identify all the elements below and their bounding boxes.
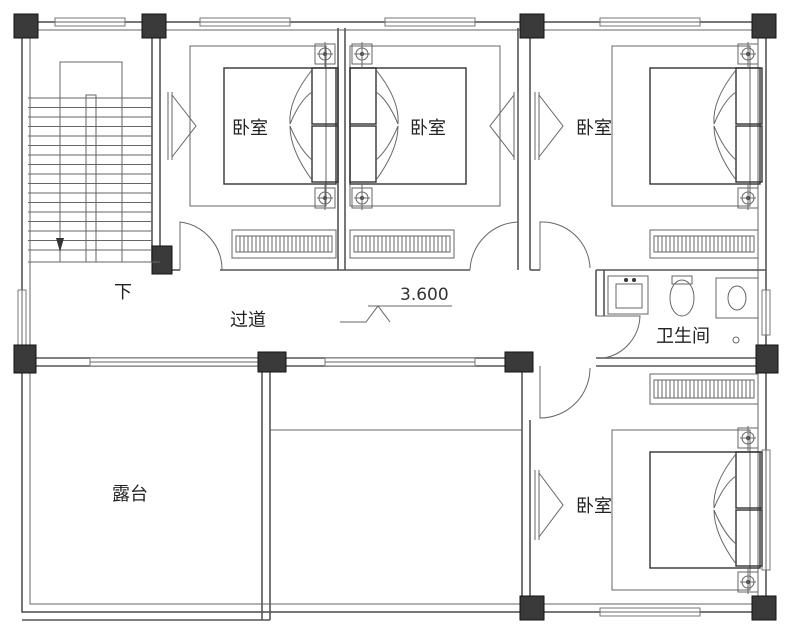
room-label-bedroom-3: 卧室 bbox=[576, 118, 612, 139]
elevation-marker: 3.600 bbox=[340, 285, 452, 323]
bed-bedroom-2 bbox=[349, 42, 501, 210]
stair-down-label: 下 bbox=[114, 282, 132, 303]
room-label-bedroom-2: 卧室 bbox=[410, 118, 446, 139]
outer-walls bbox=[21, 21, 767, 613]
bedside-lamps bbox=[314, 43, 759, 593]
room-labels: 卧室 卧室 卧室 卧室 过道 卫生间 露台 下 bbox=[112, 118, 710, 517]
wardrobes bbox=[231, 229, 759, 405]
room-label-bedroom-4: 卧室 bbox=[576, 496, 612, 517]
room-label-bedroom-1: 卧室 bbox=[232, 118, 268, 139]
staircase bbox=[28, 61, 160, 263]
structural-columns bbox=[13, 13, 779, 621]
bed-bedroom-4 bbox=[611, 426, 763, 594]
bathroom-fixtures bbox=[607, 275, 759, 344]
bed-bedroom-3 bbox=[611, 42, 763, 210]
curtains bbox=[167, 92, 564, 540]
doors bbox=[179, 221, 641, 419]
room-label-corridor: 过道 bbox=[230, 310, 266, 331]
windows bbox=[17, 17, 771, 617]
elevation-text: 3.600 bbox=[400, 285, 449, 305]
room-label-bathroom: 卫生间 bbox=[656, 326, 710, 347]
room-label-terrace: 露台 bbox=[112, 484, 148, 505]
